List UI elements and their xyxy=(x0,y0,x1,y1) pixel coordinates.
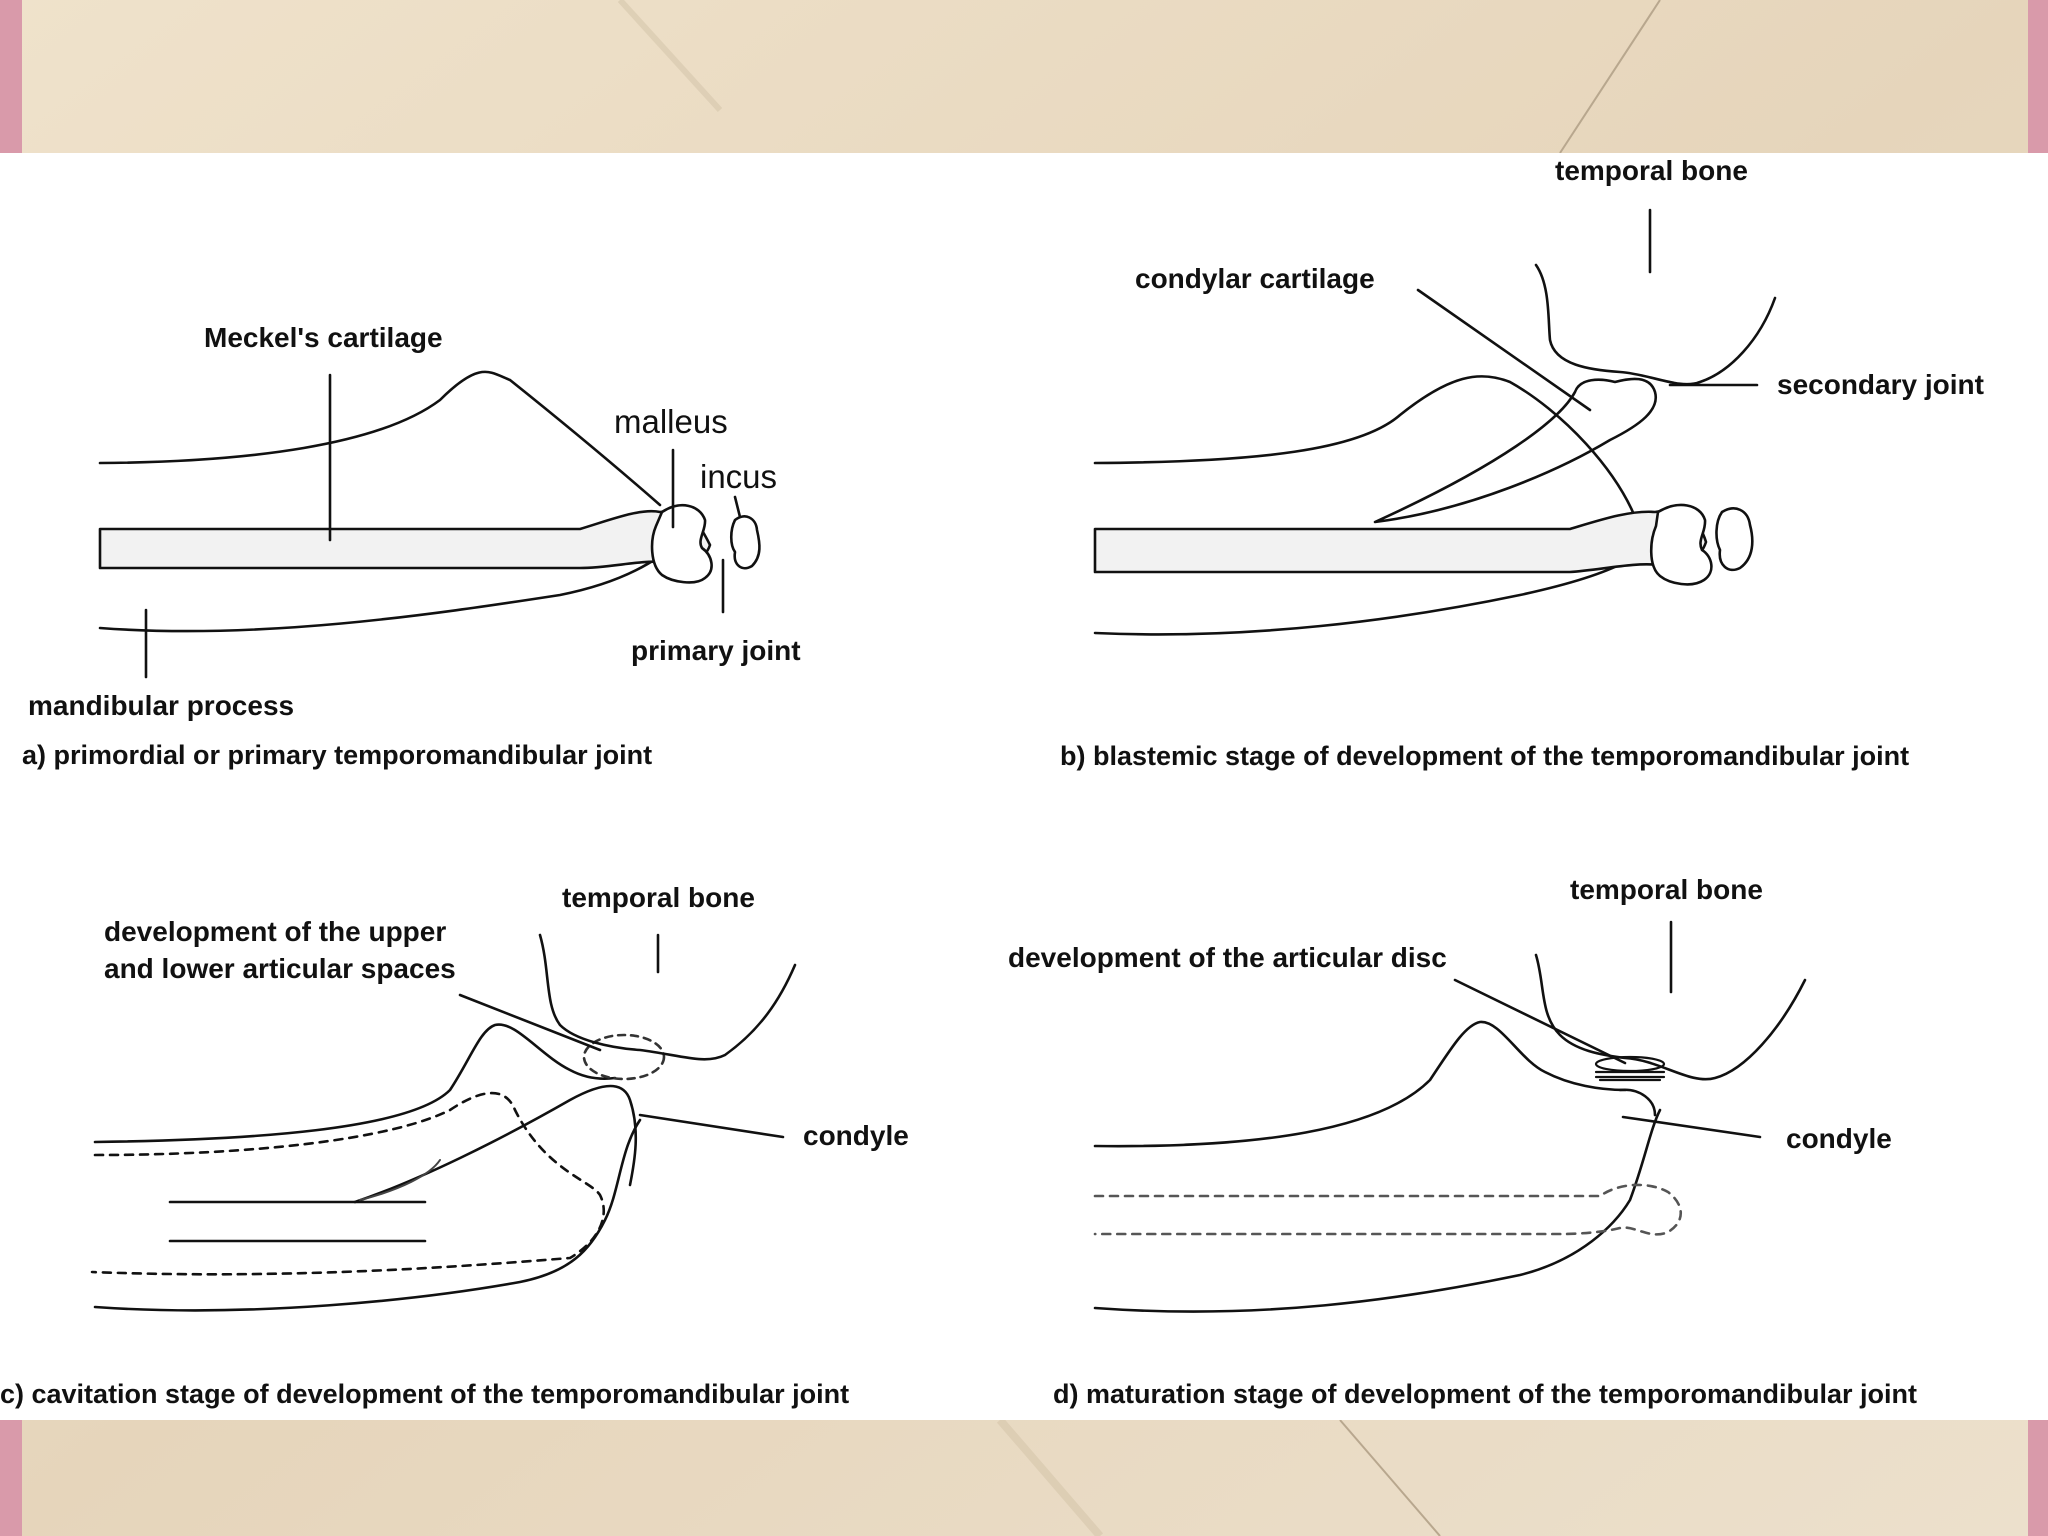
label-mandibular-process: mandibular process xyxy=(28,690,295,721)
label-condylar-cartilage: condylar cartilage xyxy=(1135,263,1375,294)
b-malleus xyxy=(1649,503,1713,586)
frame-right-bottom xyxy=(2028,1420,2048,1536)
label-d-condyle: condyle xyxy=(1786,1123,1892,1154)
b-condylar-cartilage xyxy=(1373,377,1658,524)
label-articular-spaces-line1: development of the upper xyxy=(104,916,447,947)
label-malleus: malleus xyxy=(614,403,728,440)
d-meckels-dashed xyxy=(1093,1183,1683,1236)
panel-a-drawing xyxy=(98,370,761,679)
c-temporal-bone xyxy=(538,933,797,1061)
d-articular-disc-leader xyxy=(1453,978,1627,1065)
label-c-condyle: condyle xyxy=(803,1120,909,1151)
c-mandible-lower-outline xyxy=(93,1118,642,1312)
b-condylar-cartilage-leader xyxy=(1416,288,1592,412)
a-meckels-cartilage-bar xyxy=(98,509,712,570)
caption-d: d) maturation stage of development of th… xyxy=(1053,1379,1918,1409)
label-articular-spaces-line2: and lower articular spaces xyxy=(104,953,456,984)
d-mandible-outline xyxy=(1093,1020,1627,1148)
frame-left-top xyxy=(0,0,22,153)
label-primary-joint: primary joint xyxy=(631,635,801,666)
b-mandibular-process-lower-outline xyxy=(1093,560,1627,636)
frame-left-bottom xyxy=(0,1420,22,1536)
caption-a: a) primordial or primary temporomandibul… xyxy=(22,740,653,770)
b-temporal-bone xyxy=(1534,263,1777,386)
a-mandibular-process-outline xyxy=(98,370,662,507)
a-incus xyxy=(729,515,761,570)
c-condyle xyxy=(353,1084,638,1204)
label-meckels-cartilage: Meckel's cartilage xyxy=(204,322,443,353)
label-d-temporal-bone: temporal bone xyxy=(1570,874,1763,905)
c-meckels-dashed-upper xyxy=(90,1091,605,1276)
frame-right-top xyxy=(2028,0,2048,153)
label-secondary-joint: secondary joint xyxy=(1777,369,1984,400)
diagram-panel xyxy=(0,153,2048,1420)
d-articular-disc xyxy=(1594,1055,1666,1082)
panel-b-drawing xyxy=(1093,208,1777,636)
c-joint-space xyxy=(582,1033,666,1081)
caption-b: b) blastemic stage of development of the… xyxy=(1060,741,1910,771)
caption-c: c) cavitation stage of development of th… xyxy=(0,1379,850,1409)
panel-d-drawing xyxy=(1093,920,1807,1313)
label-b-temporal-bone: temporal bone xyxy=(1555,155,1748,186)
c-condyle-inner xyxy=(359,1159,441,1201)
d-condyle xyxy=(1618,1088,1657,1117)
c-articular-spaces-leader xyxy=(458,993,602,1052)
c-condyle-leader xyxy=(638,1113,785,1139)
label-articular-disc: development of the articular disc xyxy=(1008,942,1447,973)
d-temporal-bone xyxy=(1534,953,1807,1081)
a-mandibular-process-lower-outline xyxy=(98,554,662,633)
b-incus xyxy=(1715,507,1754,572)
b-meckels-cartilage-bar xyxy=(1093,509,1708,574)
d-mandible-lower-outline xyxy=(1093,1108,1662,1313)
panel-c-drawing xyxy=(90,933,797,1312)
label-incus: incus xyxy=(700,458,778,495)
a-incus-leader xyxy=(733,495,742,519)
d-condyle-leader xyxy=(1621,1115,1762,1139)
a-malleus xyxy=(650,504,713,584)
c-mandible-outline xyxy=(93,1023,617,1144)
label-c-temporal-bone: temporal bone xyxy=(562,882,755,913)
